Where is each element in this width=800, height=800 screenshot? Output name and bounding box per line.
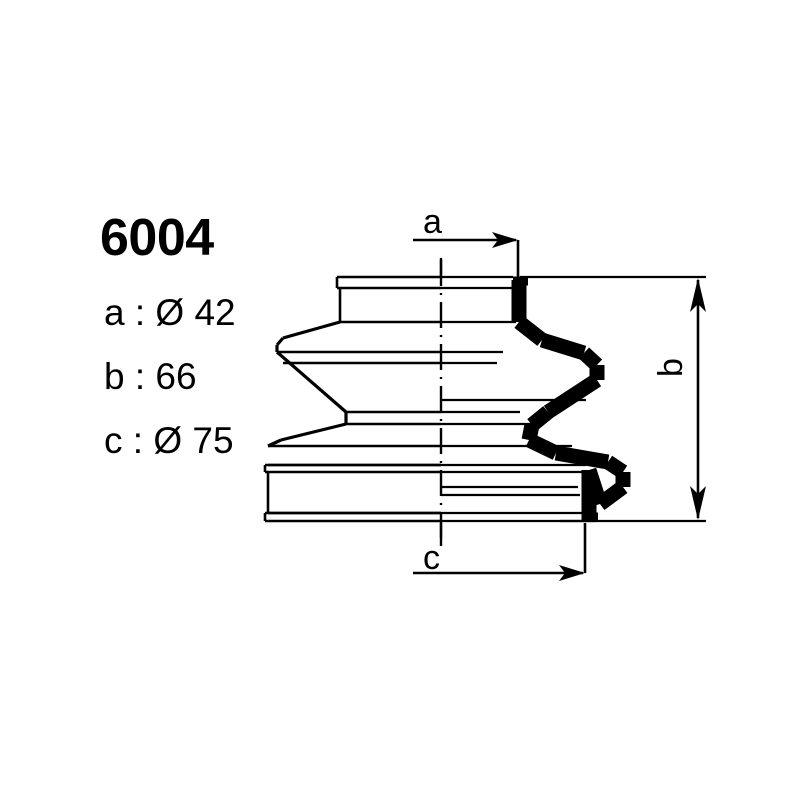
dimension-label-c: c [423, 539, 440, 577]
arrowhead-up [690, 278, 706, 312]
arrowhead-right [492, 232, 518, 248]
dimension-c [413, 523, 587, 581]
arrowhead-down [690, 486, 706, 520]
dimension-a [413, 232, 520, 282]
dimension-label-a: a [423, 203, 442, 241]
spec-line-c: c : Ø 75 [104, 420, 234, 461]
dimension-label-b: b [652, 358, 690, 377]
arrowhead-right [559, 565, 585, 581]
boot-inner-contour-lines [441, 275, 595, 523]
spec-line-b: b : 66 [104, 356, 197, 397]
boot-outline-left-view [263, 275, 441, 523]
part-number: 6004 [100, 209, 214, 267]
boot-section-wall-right [511, 276, 631, 522]
dimension-b [520, 275, 706, 523]
spec-line-a: a : Ø 42 [104, 292, 236, 333]
